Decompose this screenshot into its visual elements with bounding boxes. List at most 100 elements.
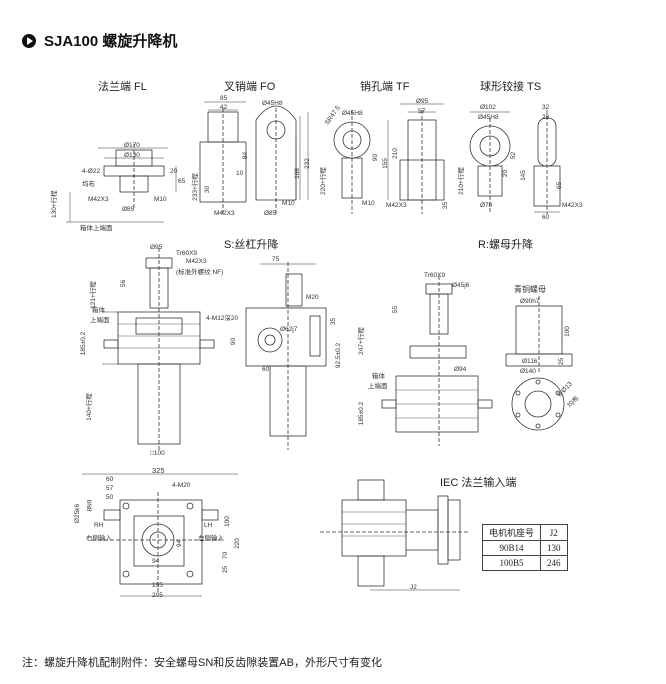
plan-dim-lh-cn: 左侧输入 — [198, 535, 224, 542]
tf-end-drawing — [333, 103, 445, 214]
plan-dim-w60: 60 — [106, 476, 114, 483]
tf-dim-d95: Ø95 — [416, 98, 429, 105]
ts-dim-d102: Ø102 — [480, 104, 496, 111]
tf-dim-stroke: 220+行程 — [319, 167, 327, 195]
plan-dim-h25: 25 — [222, 565, 230, 574]
table-header-cell: 电机机座号 — [481, 524, 542, 541]
fl-dim-m42: M42X3 — [88, 196, 109, 203]
bronze-nut-drawing — [505, 296, 573, 431]
tf-dim-h90: 90 — [372, 153, 380, 162]
s-dim-h90: 90 — [230, 337, 238, 346]
table-row: 90B14 130 — [481, 540, 568, 556]
plan-dim-w94: 94 — [152, 558, 160, 565]
fo-dim-m10: M10 — [282, 200, 295, 207]
r-lift-front-drawing — [381, 276, 493, 446]
ts-dim-w32: 32 — [542, 104, 550, 111]
s-dim-w60: 60 — [262, 366, 270, 373]
fo-dim-pin: Ø45H8 — [262, 100, 283, 107]
tf-dim-w57: 57 — [418, 108, 426, 115]
fl-dim-m10: M10 — [154, 196, 167, 203]
play-circle-icon — [22, 33, 36, 48]
section-label-bronze-nut: 青铜螺母 — [514, 285, 546, 294]
section-label-fo: 叉销端 FO — [224, 81, 276, 93]
r-dim-h55: 55 — [392, 305, 400, 314]
ts-dim-w60: 60 — [542, 214, 550, 221]
fl-dim-h65: 65 — [178, 178, 186, 185]
tf-dim-pin: Ø45H8 — [342, 110, 363, 117]
ts-dim-h20: 20 — [502, 169, 510, 178]
iec-flange-drawing — [320, 479, 470, 591]
tf-dim-h210: 210 — [391, 148, 399, 159]
fo-dim-h168: 168 — [293, 168, 301, 179]
section-label-iec: IEC 法兰输入端 — [440, 477, 517, 489]
plan-dim-w50: 50 — [106, 494, 114, 501]
table-cell: 246 — [540, 555, 568, 571]
fl-dim-h20: 20 — [170, 168, 178, 175]
plan-dim-d25: Ø25k6 — [74, 503, 82, 524]
ts-dim-h65: 65 — [556, 181, 564, 190]
s-dim-w75: 75 — [272, 256, 280, 263]
r-dim-d116: Ø116 — [522, 358, 538, 365]
tf-dim-m42: M42X3 — [386, 202, 407, 209]
fl-end-drawing — [66, 144, 177, 223]
s-dim-holes: 4-M12深20 — [206, 315, 239, 322]
s-dim-h185: 185±0.2 — [80, 331, 88, 356]
ts-dim-w28: 28 — [542, 114, 550, 121]
table-cell: 90B14 — [481, 540, 542, 556]
motor-frame-table: 电机机座号 J2 90B14 130 100B5 246 — [481, 524, 568, 571]
s-dim-d95: Ø95 — [150, 244, 163, 251]
r-dim-h185: 185±0.2 — [358, 401, 366, 426]
fo-dim-m42: M42X3 — [214, 210, 235, 217]
tf-dim-h35: 35 — [442, 201, 450, 210]
fl-dim-holes: 4-Ø22 — [82, 168, 101, 175]
r-dim-d90: Ø90h7 — [520, 298, 540, 305]
plan-dim-h94: 94 — [176, 539, 184, 548]
section-label-fl: 法兰端 FL — [98, 81, 147, 93]
ts-dim-h145: 145 — [519, 170, 527, 181]
plan-dim-h100: 100 — [223, 516, 231, 527]
s-dim-tr: Tr60X9 — [176, 250, 198, 257]
table-header-cell: J2 — [540, 524, 568, 541]
fo-dim-w42: 42 — [220, 104, 228, 111]
footnote: 注：螺旋升降机配制附件：安全螺母SN和反齿隙装置AB，外形尺寸有变化 — [22, 657, 382, 669]
plan-dim-rh: RH — [94, 522, 104, 529]
fo-dim-r10: 10 — [236, 170, 244, 177]
page-title-text: SJA100 螺旋升降机 — [44, 33, 178, 50]
section-label-r: R:螺母升降 — [478, 239, 533, 251]
table-cell: 130 — [540, 540, 568, 556]
s-dim-stroke-bot: 140+行程 — [85, 393, 93, 421]
s-dim-nf: (标准外螺纹 NF) — [176, 269, 224, 276]
r-dim-d45: Ø45j6 — [452, 282, 470, 289]
s-dim-h35: 35 — [330, 317, 338, 326]
fl-dim-even: 均布 — [82, 181, 95, 188]
plan-dim-w325: 325 — [152, 466, 165, 475]
plan-dim-w155: 155 — [152, 582, 163, 589]
plan-dim-w57: 57 — [106, 485, 114, 492]
s-lift-front-drawing — [102, 248, 215, 450]
tf-dim-m10: M10 — [362, 200, 375, 207]
r-dim-stroke: 247+行程 — [357, 327, 365, 355]
r-dim-h100: 100 — [563, 326, 571, 337]
r-dim-box-top: 上端面 — [368, 383, 388, 390]
s-dim-h56: 56 — [120, 279, 128, 288]
fl-dim-d130: Ø130 — [124, 152, 140, 159]
fl-dim-box-top: 箱体上端面 — [80, 225, 113, 232]
section-label-ts: 球形铰接 TS — [480, 81, 542, 93]
fo-dim-h84: 84 — [242, 151, 250, 160]
s-dim-box-top: 上端面 — [90, 317, 110, 324]
plan-dim-h220: 220 — [233, 538, 241, 549]
r-dim-h25: 25 — [558, 357, 566, 366]
ts-dim-m42: M42X3 — [562, 202, 583, 209]
s-dim-box: 箱体 — [92, 307, 105, 314]
r-dim-tr: Tr60X9 — [424, 272, 446, 279]
page-title: SJA100 螺旋升降机 — [22, 30, 177, 51]
table-cell: 100B5 — [481, 555, 542, 571]
ts-dim-d70: Ø70 — [480, 202, 493, 209]
fl-dim-stroke: 130+行程 — [51, 190, 58, 218]
tf-dim-h155: 155 — [381, 158, 389, 169]
table-row: 100B5 246 — [481, 555, 568, 571]
ts-dim-h52: 52 — [510, 151, 518, 160]
ts-dim-pin: Ø45H8 — [478, 114, 499, 121]
fo-dim-d85: Ø85 — [264, 210, 277, 217]
